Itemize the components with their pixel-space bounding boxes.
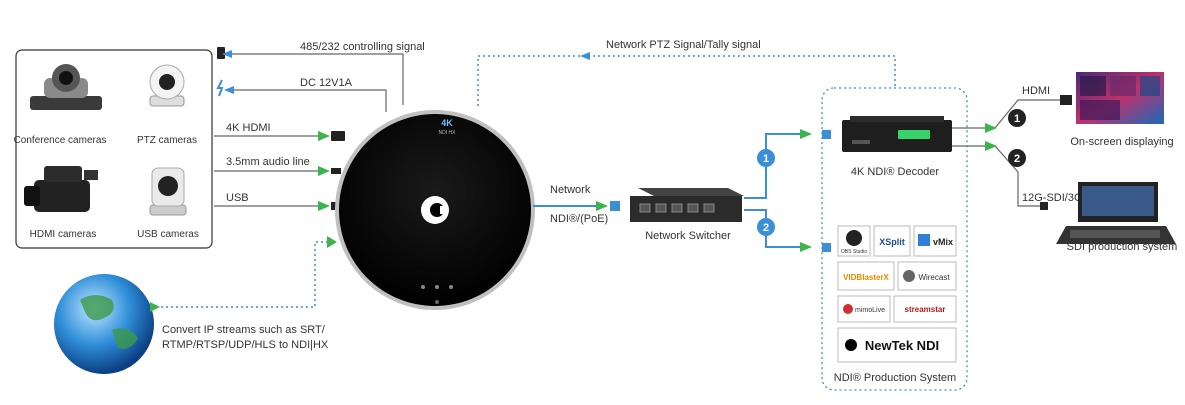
ptz-camera-icon (149, 64, 185, 107)
network-switcher-icon (630, 188, 744, 222)
newtek-label: NewTek NDI (865, 338, 939, 353)
conference-cameras-label: Conference cameras (14, 135, 107, 146)
output-badge-2 (1008, 149, 1026, 167)
vmix-grid-icon (918, 234, 930, 246)
xsplit-label: XSplit (879, 237, 905, 247)
sdi-production-label: SDI production system (1067, 241, 1178, 253)
dc-power-line (224, 86, 387, 112)
vidblaster-logo (837, 261, 895, 291)
network-line (533, 201, 620, 211)
rs485-line (222, 50, 404, 105)
vidblaster-label: VIDBlasterX (843, 273, 889, 282)
route-badge-1-text: 1 (763, 153, 769, 165)
route-badge-1 (757, 149, 775, 167)
sdi-production-console-icon (1056, 182, 1176, 244)
decoder-device-icon (842, 116, 952, 152)
xsplit-logo (873, 225, 911, 257)
production-system-label: NDI® Production System (834, 372, 956, 384)
mimolive-label: mimoLive (855, 307, 885, 314)
status-led-icon (449, 285, 453, 289)
hdmi-input-line (214, 131, 345, 141)
route-badge-2-text: 2 (763, 222, 769, 234)
monitor-display-icon (1076, 72, 1164, 124)
globe-icon (54, 274, 154, 374)
ptz-cameras-label: PTZ cameras (137, 135, 197, 146)
route-badge-2 (757, 218, 775, 236)
output-badge-1 (1008, 109, 1026, 127)
wirecast-icon (903, 270, 915, 282)
wirecast-label: Wirecast (918, 273, 950, 282)
network-switcher-label: Network Switcher (645, 230, 731, 242)
production-software-grid: OBS Studio XSplit vMix VIDBlasterX Wirec… (837, 225, 957, 363)
output-badge-2-text: 2 (1014, 153, 1020, 165)
power-connector-icon (216, 79, 224, 97)
device-brand-sub: NDI HX (439, 130, 457, 136)
ndi-poe-label: NDI®/(PoE) (550, 213, 608, 225)
device-brand-text: 4K (441, 118, 453, 128)
dc-label: DC 12V1A (300, 77, 353, 89)
usb-camera-icon (149, 167, 187, 216)
streamstar-logo (893, 295, 957, 323)
newtek-ndi-logo (837, 327, 957, 363)
newtek-icon (845, 339, 857, 351)
ndi-system-frame (821, 87, 968, 391)
switcher-to-production-line (744, 209, 831, 252)
status-led-icon (421, 285, 425, 289)
audio-input-label: 3.5mm audio line (226, 156, 310, 168)
output-badge-1-text: 1 (1014, 113, 1020, 125)
streamstar-label: streamstar (905, 305, 946, 314)
rs485-label: 485/232 controlling signal (300, 41, 425, 53)
hdmi-output-line (952, 95, 1072, 133)
obs-logo-icon (846, 230, 862, 246)
network-ptz-label: Network PTZ Signal/Tally signal (606, 39, 761, 51)
obs-label: OBS Studio (841, 249, 867, 255)
switcher-to-decoder-line (744, 129, 831, 199)
vmix-label: vMix (933, 237, 953, 247)
hdmi-camera-icon (24, 166, 98, 212)
network-label: Network (550, 184, 591, 196)
hdmi-cameras-label: HDMI cameras (30, 229, 97, 240)
ip-stream-note-line2: RTMP/RTSP/UDP/HLS to NDI|HX (162, 339, 329, 351)
audio-input-line (214, 166, 341, 176)
decoder-label: 4K NDI® Decoder (851, 166, 940, 178)
hdmi-input-label: 4K HDMI (226, 122, 271, 134)
conference-camera-icon (30, 64, 102, 110)
network-ptz-line (477, 52, 896, 106)
ip-stream-line (150, 236, 337, 312)
rs485-connector-icon (217, 47, 225, 59)
usb-cameras-label: USB cameras (137, 229, 199, 240)
mimolive-icon (843, 304, 853, 314)
ip-stream-note-line1: Convert IP streams such as SRT/ (162, 324, 326, 336)
hdmi-output-label: HDMI (1022, 85, 1050, 97)
encoder-device (335, 110, 535, 310)
power-led-icon (435, 300, 439, 304)
status-led-icon (435, 285, 439, 289)
sdi-output-line (952, 141, 1048, 210)
onscreen-label: On-screen displaying (1070, 136, 1173, 148)
usb-input-label: USB (226, 192, 249, 204)
